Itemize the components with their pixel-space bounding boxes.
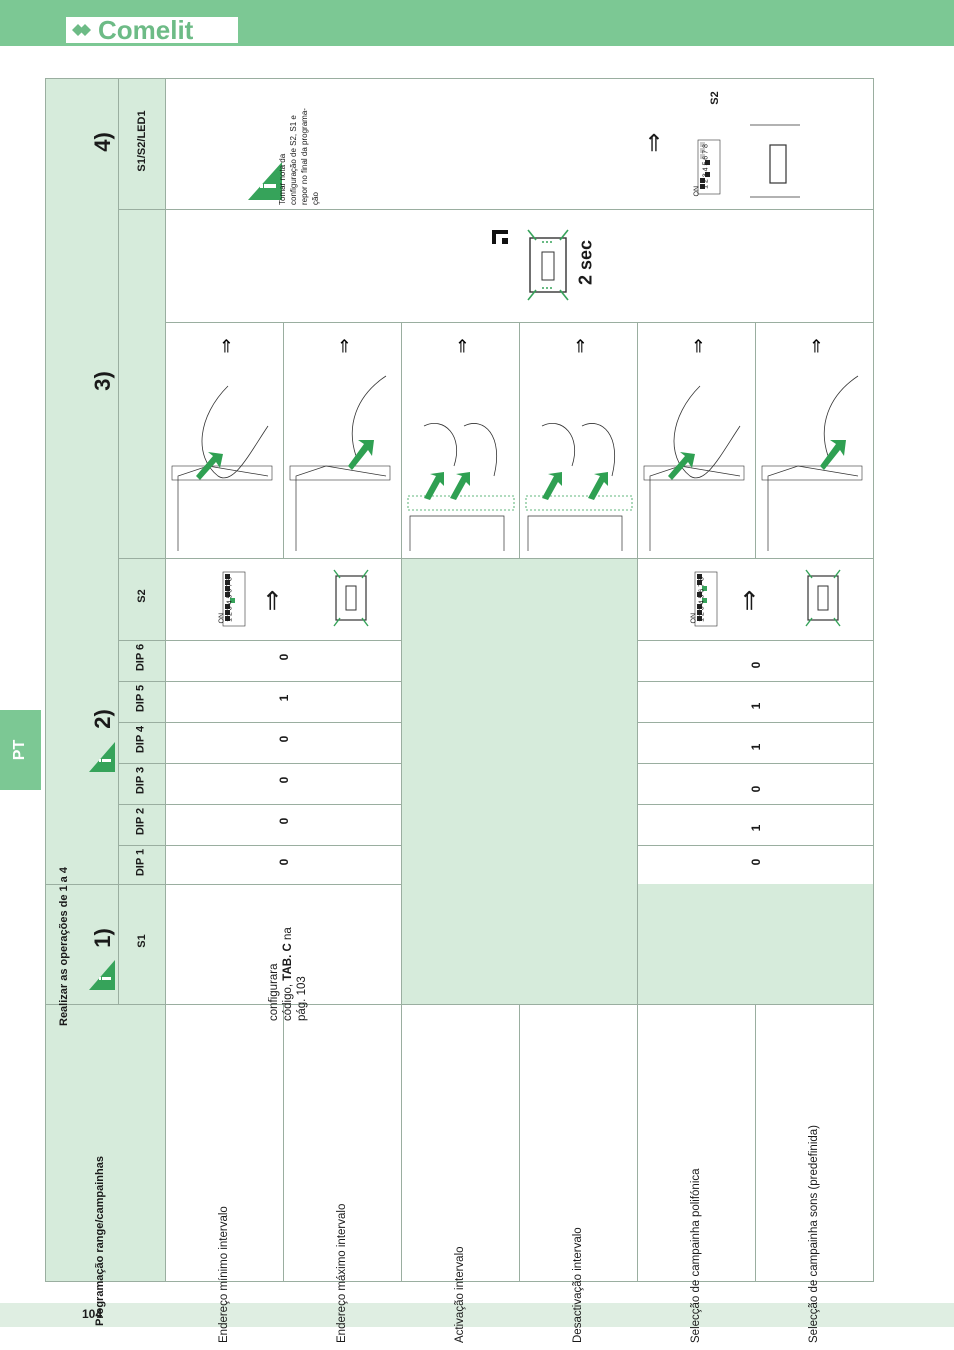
dip6-header: DIP 6	[134, 643, 147, 672]
col-s2: S2	[136, 589, 148, 603]
arrow-icon: ⇒	[640, 132, 668, 153]
dip4-value: 1	[749, 743, 763, 751]
step3-side	[118, 322, 165, 558]
table-subtitle: Realizar as operações de 1 a 4	[58, 867, 70, 1026]
s1-note: configurara código, TAB. C na pág. 103	[267, 881, 309, 1021]
warning-icon	[89, 742, 115, 772]
step-4: 4)	[90, 132, 115, 152]
music-note-icon	[492, 230, 508, 244]
row-label-3: Activação intervalo	[454, 1246, 466, 1343]
table-title: Programação range/campainhas	[94, 1156, 106, 1326]
dip2-value: 1	[749, 824, 763, 832]
led-blink-icon	[805, 569, 841, 627]
col-s124: S1/S2/LED1	[136, 110, 148, 172]
led-blink-icon	[333, 569, 369, 627]
svg-text:⇒: ⇒	[216, 338, 236, 353]
dip2-header: DIP 2	[134, 807, 147, 836]
dip4-header: DIP 4	[134, 725, 147, 754]
hand-press-illustration: ⇒	[289, 338, 391, 551]
note-line-1: Tomar nota da	[278, 153, 287, 205]
warning-icon	[248, 162, 282, 200]
s1-note-line1: configurara	[268, 963, 280, 1021]
dip-switch-numbers: 1 2 3 4 5 6 7 8	[226, 577, 234, 622]
device-module-icon	[750, 124, 800, 198]
dip6-value: 0	[277, 653, 291, 661]
dip-switch-on: ON	[693, 186, 701, 197]
led-time-label: 2 sec	[575, 239, 596, 286]
s2-label: S2	[709, 91, 721, 105]
arrow-icon: ⇒	[733, 589, 764, 612]
step4-note: Tomar nota da configuração de S2, S1 e r…	[277, 75, 321, 205]
dip2-value: 0	[277, 817, 291, 825]
hand-press-illustration: ⇒	[761, 338, 863, 551]
note-line-2: configuração de S2, S1 e	[289, 115, 298, 205]
language-tab-label: PT	[11, 739, 29, 761]
step-2: 2)	[90, 709, 115, 729]
dip-switch-numbers: 1 2 3 4 5 6 7 8	[698, 577, 706, 622]
language-tab: PT	[0, 710, 41, 790]
svg-text:⇒: ⇒	[452, 338, 472, 353]
dip5-value: 1	[749, 702, 763, 710]
dip-switch-icon	[697, 139, 721, 195]
dip1-header: DIP 1	[134, 848, 147, 877]
dip1-value: 0	[749, 858, 763, 866]
row-label-5: Selecção de campainha polifónica	[690, 1168, 702, 1343]
row-label-6: Selecção de campainha sons (predefinida)	[808, 1125, 820, 1343]
page-number: 104	[82, 1307, 103, 1321]
svg-text:⇒: ⇒	[806, 338, 826, 353]
dip-switch-icon	[222, 571, 246, 627]
dip5-value: 1	[277, 694, 291, 702]
svg-text:⇒: ⇒	[334, 338, 354, 353]
step2-header	[45, 558, 165, 1004]
hand-press-illustration: ⇒	[643, 338, 745, 551]
dip4-value: 0	[277, 735, 291, 743]
row-label-2: Endereço máximo intervalo	[336, 1203, 348, 1343]
svg-text:⇒: ⇒	[570, 338, 590, 353]
svg-text:⇒: ⇒	[688, 338, 708, 353]
dip-switch-icon	[694, 571, 718, 627]
table-border	[45, 78, 874, 1282]
s1-note-line2: código, TAB. C na	[282, 927, 294, 1021]
col-s1: S1	[136, 934, 148, 948]
dip3-header: DIP 3	[134, 766, 147, 795]
dip-switch-numbers: 1 2 3 4 5 6 7 8	[702, 144, 710, 189]
dip-switch-on: ON	[218, 613, 226, 624]
dip1-value: 0	[277, 858, 291, 866]
comelit-logo-icon	[72, 24, 91, 36]
step-1: 1)	[90, 928, 115, 948]
hand-press-illustration: ⇒	[407, 338, 515, 551]
footer-bar	[0, 1303, 954, 1327]
dip6-value: 0	[749, 661, 763, 669]
led-blink-icon	[527, 229, 569, 301]
comelit-logo: Comelit	[66, 17, 238, 43]
arrow-icon: ⇒	[256, 589, 287, 612]
dip5-header: DIP 5	[134, 684, 147, 713]
note-line-4: ção	[311, 192, 320, 205]
warning-icon	[89, 960, 115, 990]
row-label-1: Endereço mínimo intervalo	[218, 1206, 230, 1343]
dip-switch-on: ON	[690, 613, 698, 624]
logo-text: Comelit	[98, 15, 194, 45]
hand-press-illustration: ⇒	[171, 338, 273, 551]
dip3-value: 0	[749, 785, 763, 793]
row-label-4: Desactivação intervalo	[572, 1227, 584, 1343]
s1-note-line3: pág. 103	[296, 976, 308, 1021]
note-line-3: repor no final da programa-	[300, 108, 309, 205]
step-3: 3)	[90, 371, 115, 391]
dip3-value: 0	[277, 776, 291, 784]
hand-press-illustration: ⇒	[525, 338, 633, 551]
